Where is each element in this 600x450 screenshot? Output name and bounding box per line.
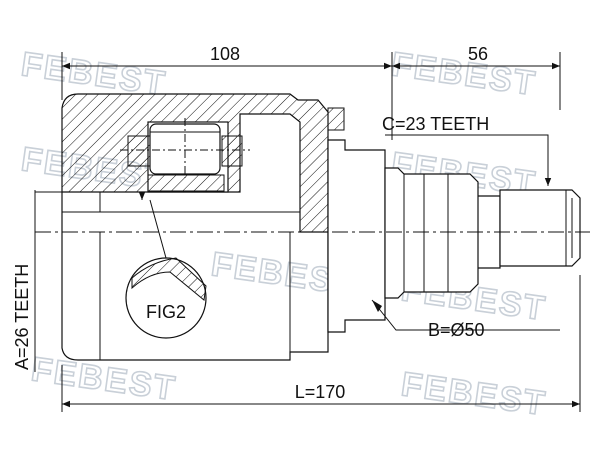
- diameter-b-annotation: B=Ø50: [371, 299, 560, 340]
- fig2-detail: FIG2: [125, 199, 207, 339]
- overall-length: L=170: [61, 275, 581, 412]
- watermark-2: FEBEST: [389, 45, 539, 103]
- teeth-c-annotation: C=23 TEETH: [382, 114, 552, 186]
- fig2-label: FIG2: [146, 302, 186, 322]
- dim-label-108: 108: [210, 44, 240, 64]
- teeth-a-label: A=26 TEETH: [12, 264, 32, 370]
- stub-shaft: [327, 139, 581, 333]
- teeth-a-annotation: A=26 TEETH: [12, 190, 146, 372]
- teeth-c-label: C=23 TEETH: [382, 114, 489, 134]
- dim-label-56: 56: [468, 44, 488, 64]
- length-l-label: L=170: [295, 382, 346, 402]
- outer-housing: [61, 93, 345, 361]
- top-dimensions: 108 56: [61, 44, 561, 140]
- diameter-b-label: B=Ø50: [428, 320, 485, 340]
- watermark-7: FEBEST: [29, 350, 179, 408]
- watermark-8: FEBEST: [399, 365, 549, 423]
